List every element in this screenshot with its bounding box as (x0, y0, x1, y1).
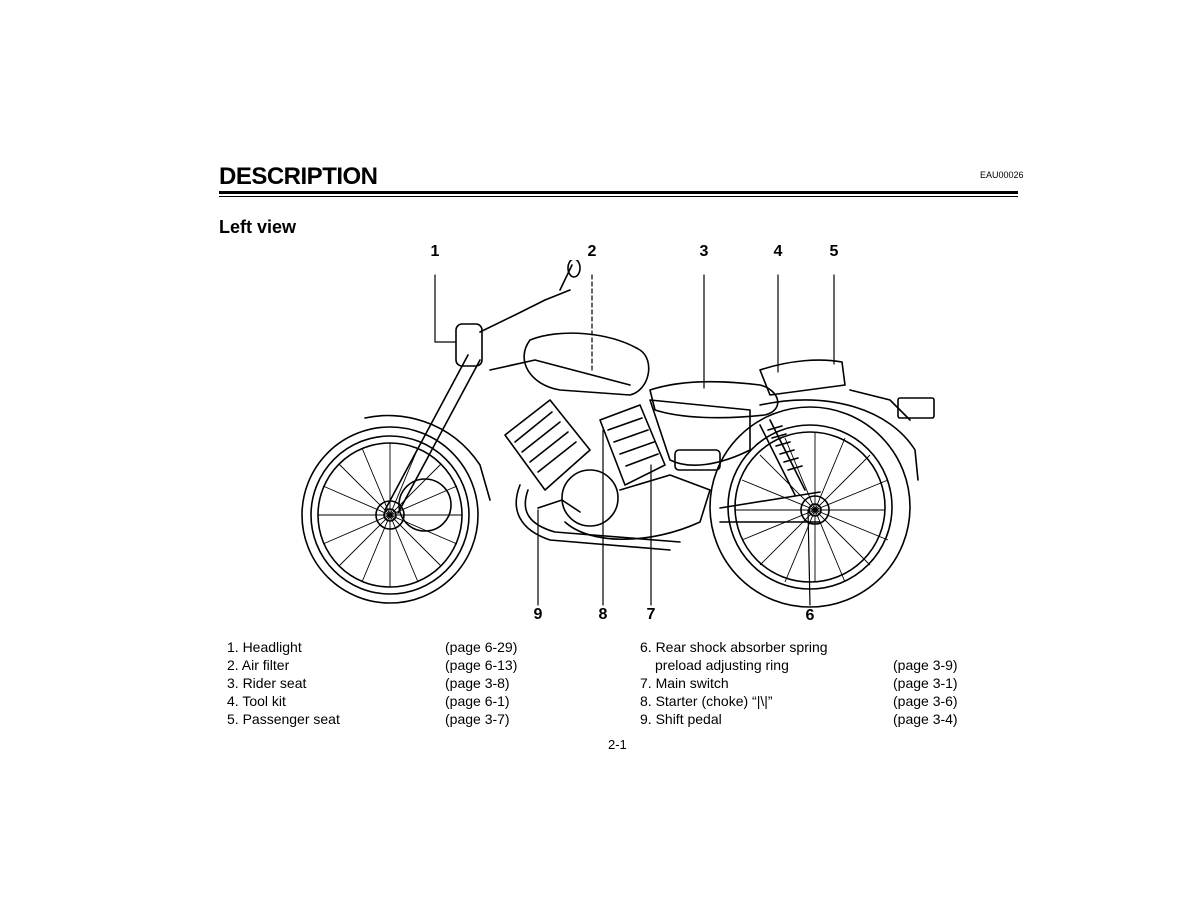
legend-item-passenger-seat: 5. Passenger seat (227, 711, 340, 727)
legend-page-tool-kit: (page 6-1) (445, 693, 510, 709)
legend-page-rider-seat: (page 3-8) (445, 675, 510, 691)
legend-item-starter-choke: 8. Starter (choke) “|\|” (640, 693, 773, 709)
legend-item-rear-shock: 6. Rear shock absorber spring (640, 639, 828, 655)
legend-item-preload-ring: preload adjusting ring (655, 657, 789, 673)
legend-item-shift-pedal: 9. Shift pedal (640, 711, 722, 727)
callout-5: 5 (829, 243, 839, 260)
legend-page-preload-ring: (page 3-9) (893, 657, 958, 673)
callout-2: 2 (587, 243, 597, 260)
legend-item-headlight: 1. Headlight (227, 639, 302, 655)
callout-9: 9 (533, 606, 543, 623)
legend-page-starter-choke: (page 3-6) (893, 693, 958, 709)
legend-page-shift-pedal: (page 3-4) (893, 711, 958, 727)
title-rule (219, 191, 1018, 194)
callout-7: 7 (646, 606, 656, 623)
title-rule-thin (219, 196, 1018, 197)
page-number: 2-1 (608, 737, 627, 752)
page-title: DESCRIPTION (219, 163, 378, 190)
legend-item-air-filter: 2. Air filter (227, 657, 290, 673)
document-code: EAU00026 (980, 170, 1024, 180)
callout-3: 3 (699, 243, 709, 260)
legend-page-headlight: (page 6-29) (445, 639, 518, 655)
legend-page-main-switch: (page 3-1) (893, 675, 958, 691)
legend-page-passenger-seat: (page 3-7) (445, 711, 510, 727)
callout-8: 8 (598, 606, 608, 623)
callout-4: 4 (773, 243, 783, 260)
callout-1: 1 (430, 243, 440, 260)
legend-item-tool-kit: 4. Tool kit (227, 693, 286, 709)
legend-page-air-filter: (page 6-13) (445, 657, 518, 673)
motorcycle-illustration (301, 260, 935, 608)
legend-item-main-switch: 7. Main switch (640, 675, 729, 691)
callout-6: 6 (805, 607, 815, 624)
section-title: Left view (219, 217, 297, 237)
legend-item-rider-seat: 3. Rider seat (227, 675, 307, 691)
